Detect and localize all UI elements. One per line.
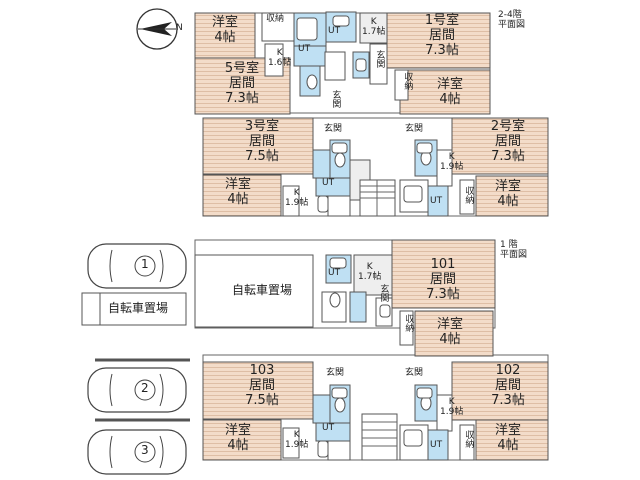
room101-living xyxy=(391,239,496,309)
room3-entrance-label: 玄関 xyxy=(324,124,343,134)
room102-ut-label: UT xyxy=(430,440,443,450)
car-icon-1 xyxy=(87,243,187,289)
room102-storage-label: 収納 xyxy=(463,430,474,448)
room1-entrance-label: 玄関 xyxy=(374,50,385,68)
parking-space-3: 3 xyxy=(141,443,149,457)
room2-storage-label: 収納 xyxy=(463,186,474,204)
lower-floor-label: 1 階平面図 xyxy=(500,240,528,261)
room5-storage-label: 収納 xyxy=(266,14,285,24)
room5-western xyxy=(194,12,256,59)
room103-entrance-label: 玄関 xyxy=(326,368,345,378)
north-label: N xyxy=(176,23,183,33)
room101-western xyxy=(414,310,494,357)
bike-parking-label: 自転車置場 xyxy=(232,283,293,297)
room1-storage-label: 収納 xyxy=(402,72,413,90)
room5-entrance-label: 玄関 xyxy=(330,90,341,108)
room3-ut-label: UT xyxy=(322,178,335,188)
upper-floor-label: 2-4階平面図 xyxy=(498,10,526,31)
room101-storage-label: 収納 xyxy=(403,314,414,332)
compass-icon xyxy=(136,8,178,50)
parking-area xyxy=(81,243,190,475)
room3-western xyxy=(202,174,282,217)
room2-western xyxy=(475,175,549,217)
upper-floor-plan xyxy=(194,11,549,217)
room5-ut-label: UT xyxy=(298,44,311,54)
room3-living xyxy=(202,117,314,175)
room103-western xyxy=(202,419,282,461)
bike-parking-area xyxy=(194,254,314,328)
room102-western xyxy=(475,419,549,461)
room2-entrance-label: 玄関 xyxy=(405,124,424,134)
room102-living xyxy=(451,361,549,421)
parking-space-2: 2 xyxy=(141,381,149,395)
upper-stairs xyxy=(359,179,396,217)
car-icon-3 xyxy=(87,429,187,475)
room2-ut-label: UT xyxy=(430,196,443,206)
room2-living xyxy=(451,117,549,175)
room103-living xyxy=(202,361,314,420)
room1-ut-label: UT xyxy=(328,26,341,36)
lower-stairs xyxy=(361,413,398,461)
car-icon-2 xyxy=(87,367,187,413)
room101-ut-label: UT xyxy=(328,268,341,278)
bike-area-label: 自転車置場 xyxy=(108,301,169,315)
room101-entrance-label: 玄関 xyxy=(378,284,389,302)
room1-western xyxy=(399,69,491,115)
parking-space-1: 1 xyxy=(141,257,149,271)
room1-living xyxy=(386,12,491,69)
room102-entrance-label: 玄関 xyxy=(405,368,424,378)
room103-ut-label: UT xyxy=(322,423,335,433)
lower-floor-plan xyxy=(194,239,549,461)
